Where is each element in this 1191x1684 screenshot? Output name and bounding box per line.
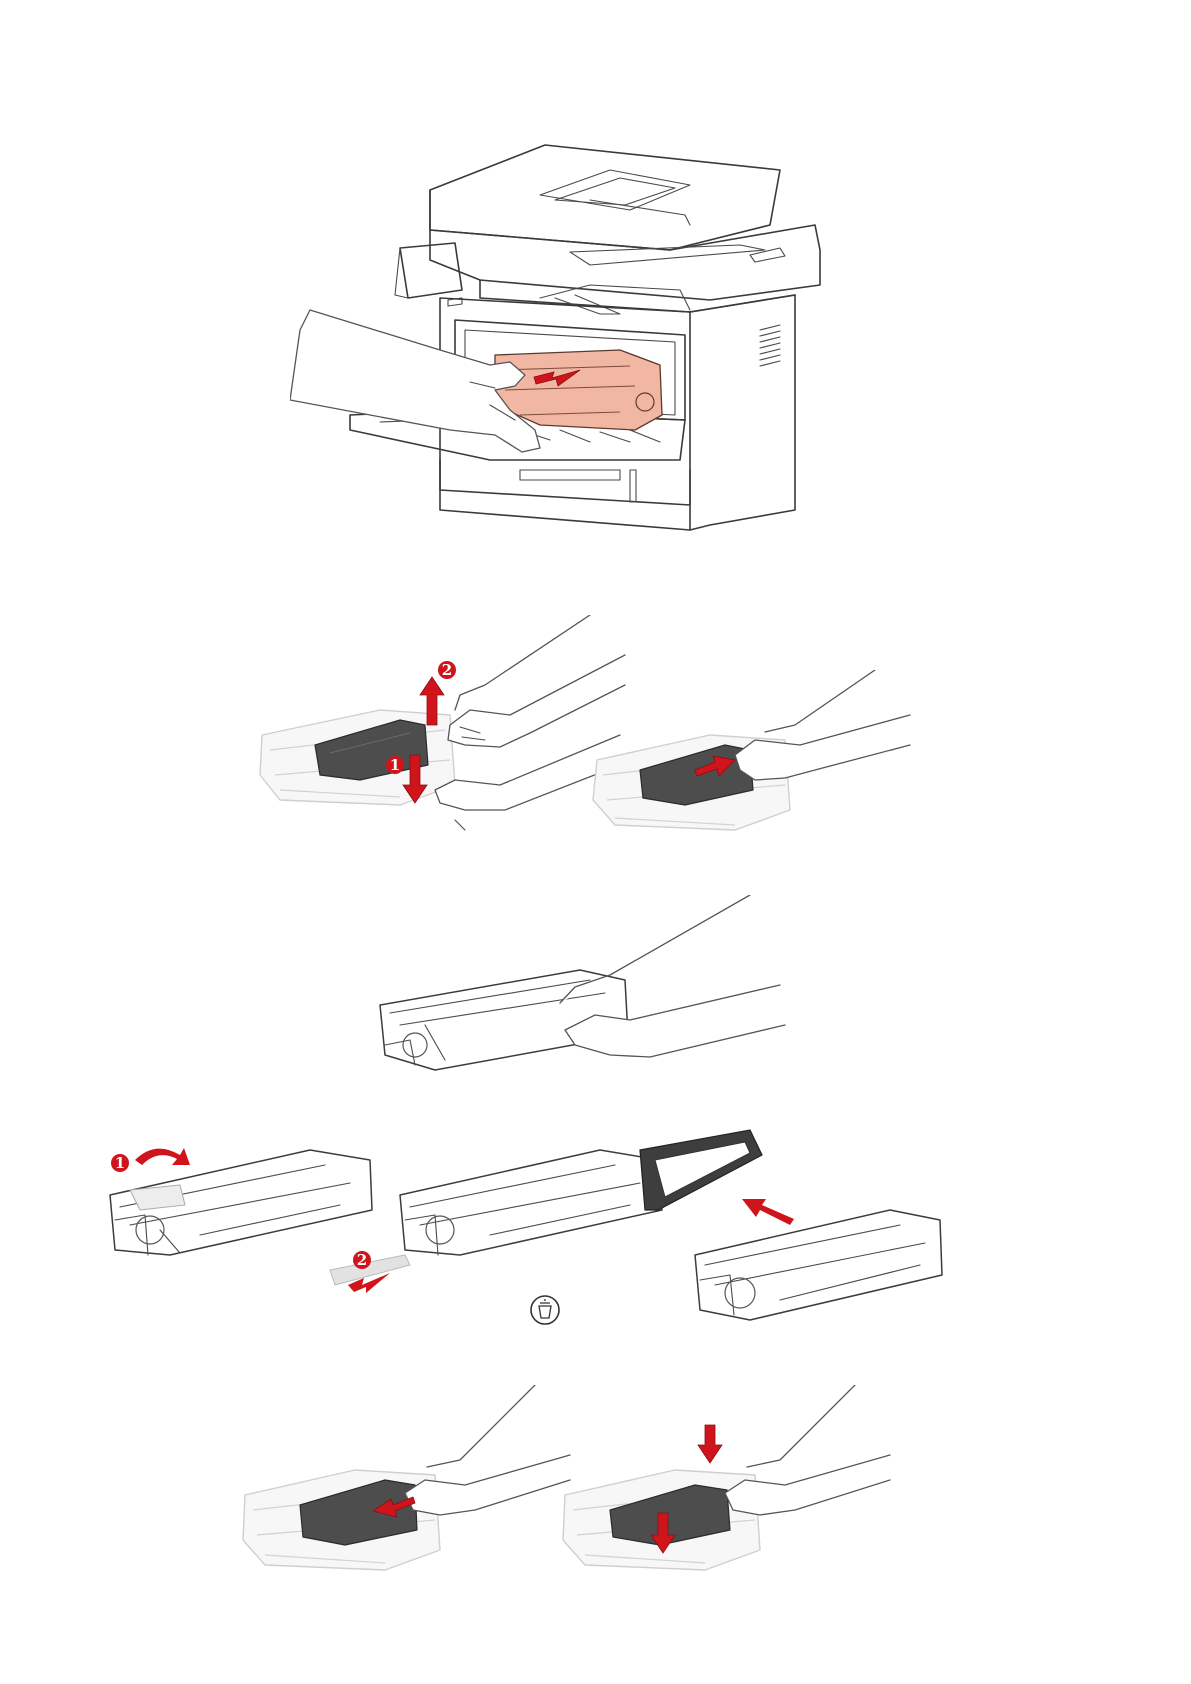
unpack-step-marker-2: 2 [357, 1251, 367, 1269]
figure-printer-remove-drum [290, 130, 850, 560]
figure-insert-toner [235, 1385, 575, 1585]
figure-unpack-toner: 1 2 [100, 1115, 1020, 1355]
step-marker-1: 1 [390, 756, 400, 774]
figure-press-toner-down [555, 1385, 895, 1585]
step-marker-2: 2 [442, 661, 452, 679]
unpack-step-marker-1: 1 [115, 1154, 125, 1172]
figure-pull-toner-out [585, 670, 915, 840]
recycle-icon [531, 1296, 559, 1324]
figure-shake-new-toner [370, 895, 790, 1085]
figure-release-toner-lever: 2 1 [250, 615, 630, 845]
